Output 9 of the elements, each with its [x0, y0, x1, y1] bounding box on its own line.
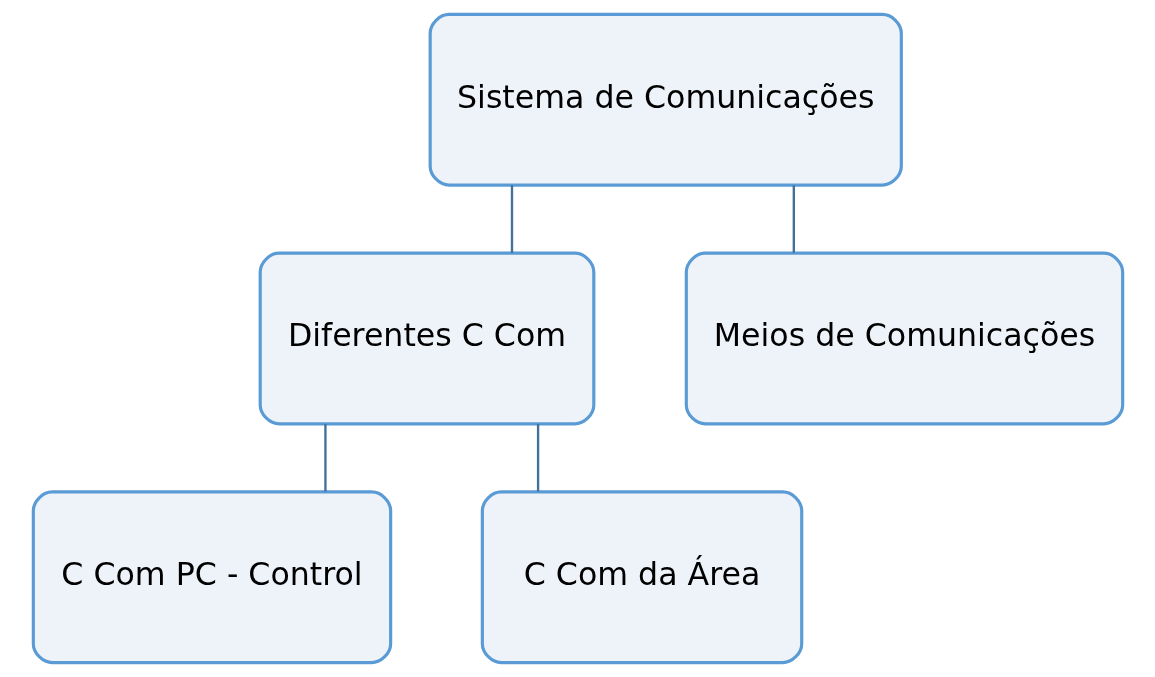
node-box: C Com da Área — [480, 490, 803, 665]
node-box: Sistema de Comunicações — [428, 12, 903, 187]
connector — [792, 185, 795, 253]
connector — [536, 424, 539, 492]
connector — [510, 185, 513, 253]
connector — [323, 424, 327, 492]
node-box: Meios de Comunicações — [684, 251, 1124, 426]
node-box: C Com PC - Control — [31, 490, 392, 665]
node-box: Diferentes C Com — [258, 251, 595, 426]
